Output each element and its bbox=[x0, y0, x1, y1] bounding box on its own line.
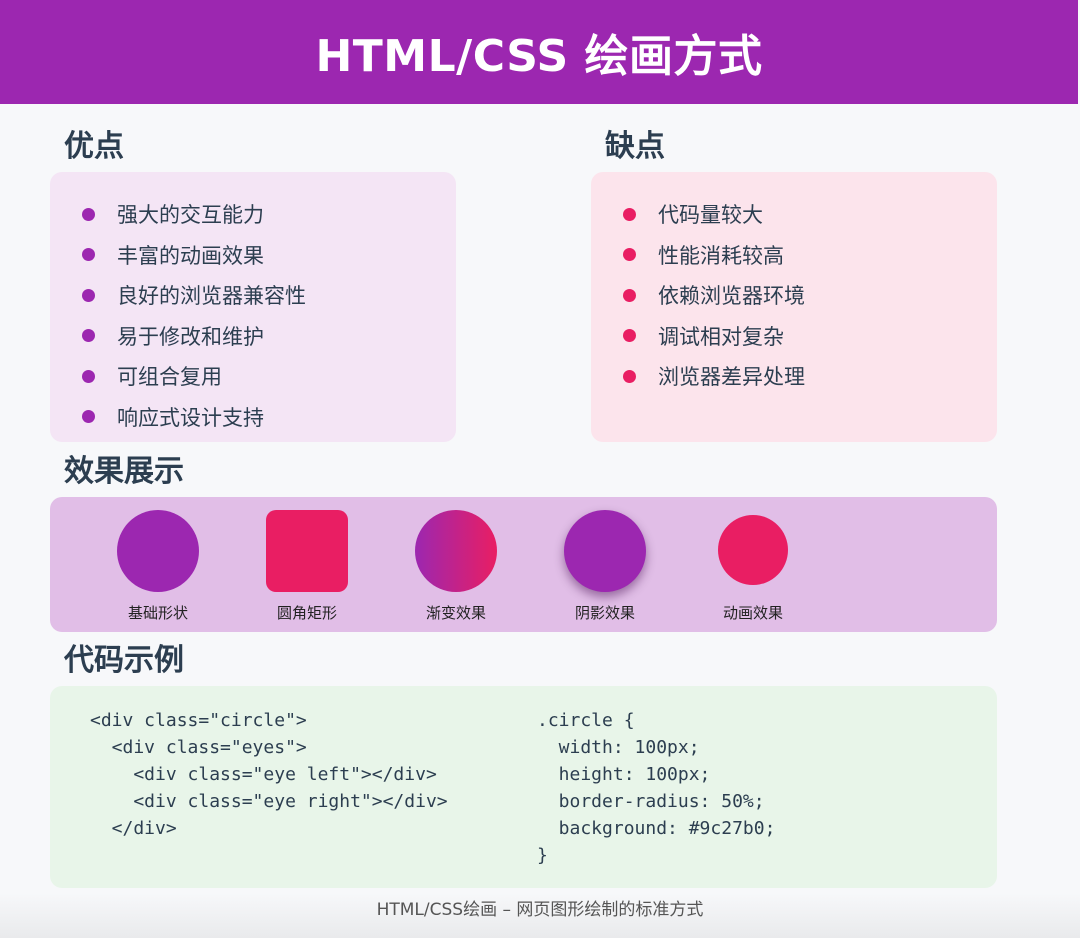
bullet-dot-icon bbox=[82, 248, 95, 262]
code-line: background: #9c27b0; bbox=[537, 818, 776, 839]
demo-label: 渐变效果 bbox=[425, 604, 486, 622]
demo-panel: 基础形状 圆角矩形 渐变效果 阴影效果 动画效果 bbox=[50, 497, 997, 632]
code-line: </div> bbox=[90, 818, 177, 839]
bullet-dot-icon bbox=[623, 248, 636, 262]
cons-item: 浏览器差异处理 bbox=[623, 356, 997, 397]
bullet-dot-icon bbox=[82, 329, 95, 343]
bullet-dot-icon bbox=[82, 369, 95, 383]
page-title: HTML/CSS 绘画方式 bbox=[315, 31, 763, 82]
demo-item-gradient: 渐变效果 bbox=[381, 497, 531, 632]
pros-item-label: 可组合复用 bbox=[117, 365, 222, 390]
cons-panel: 代码量较大 性能消耗较高 依赖浏览器环境 调试相对复杂 浏览器差异处理 bbox=[591, 172, 997, 442]
demo-title: 效果展示 bbox=[64, 454, 184, 489]
demo-item-basic-shape: 基础形状 bbox=[83, 497, 233, 632]
footer-text: HTML/CSS绘画 – 网页图形绘制的标准方式 bbox=[376, 900, 704, 920]
cons-item-label: 代码量较大 bbox=[658, 203, 763, 228]
bullet-dot-icon bbox=[82, 288, 95, 302]
pros-item-label: 良好的浏览器兼容性 bbox=[117, 284, 306, 309]
cons-item: 调试相对复杂 bbox=[623, 316, 997, 357]
pros-item: 可组合复用 bbox=[82, 356, 456, 397]
cons-title: 缺点 bbox=[605, 129, 665, 164]
bullet-dot-icon bbox=[82, 207, 95, 221]
bullet-dot-icon bbox=[82, 410, 95, 424]
bullet-dot-icon bbox=[623, 288, 636, 302]
demo-item-rounded-rect: 圆角矩形 bbox=[232, 497, 382, 632]
gradient-circle-shape bbox=[415, 510, 497, 592]
demo-item-shadow: 阴影效果 bbox=[530, 497, 680, 632]
pros-item-label: 响应式设计支持 bbox=[117, 405, 264, 430]
bullet-dot-icon bbox=[623, 207, 636, 221]
cons-item-label: 依赖浏览器环境 bbox=[658, 284, 805, 309]
css-code-block: .circle { width: 100px; height: 100px; b… bbox=[537, 707, 775, 869]
cons-item: 性能消耗较高 bbox=[623, 235, 997, 276]
pros-item: 响应式设计支持 bbox=[82, 397, 456, 438]
cons-item: 代码量较大 bbox=[623, 194, 997, 235]
code-line: <div class="eye right"></div> bbox=[90, 791, 448, 812]
pros-title: 优点 bbox=[64, 129, 124, 164]
demo-label: 动画效果 bbox=[722, 604, 783, 622]
pros-panel: 强大的交互能力 丰富的动画效果 良好的浏览器兼容性 易于修改和维护 可组合复用 … bbox=[50, 172, 456, 442]
bullet-dot-icon bbox=[623, 329, 636, 343]
page-header: HTML/CSS 绘画方式 bbox=[0, 0, 1078, 104]
shadow-circle-shape bbox=[564, 510, 646, 592]
cons-item: 依赖浏览器环境 bbox=[623, 275, 997, 316]
code-line: <div class="eyes"> bbox=[90, 737, 307, 758]
cons-item-label: 调试相对复杂 bbox=[658, 324, 784, 349]
pros-list: 强大的交互能力 丰富的动画效果 良好的浏览器兼容性 易于修改和维护 可组合复用 … bbox=[50, 172, 456, 437]
pros-item-label: 强大的交互能力 bbox=[117, 203, 264, 228]
pros-item: 良好的浏览器兼容性 bbox=[82, 275, 456, 316]
demo-item-animation: 动画效果 bbox=[678, 497, 828, 632]
pros-item: 强大的交互能力 bbox=[82, 194, 456, 235]
code-line: width: 100px; bbox=[537, 737, 700, 758]
cons-item-label: 浏览器差异处理 bbox=[658, 365, 805, 390]
code-line: <div class="circle"> bbox=[90, 710, 307, 731]
pros-item-label: 丰富的动画效果 bbox=[117, 243, 264, 268]
code-line: border-radius: 50%; bbox=[537, 791, 765, 812]
pros-item: 丰富的动画效果 bbox=[82, 235, 456, 276]
pros-item-label: 易于修改和维护 bbox=[117, 324, 264, 349]
code-line: height: 100px; bbox=[537, 764, 711, 785]
code-line: .circle { bbox=[537, 710, 635, 731]
code-panel: <div class="circle"> <div class="eyes"> … bbox=[50, 686, 997, 888]
demo-label: 基础形状 bbox=[127, 604, 188, 622]
animated-circle-shape bbox=[718, 515, 788, 585]
code-line: } bbox=[537, 845, 548, 866]
code-line: <div class="eye left"></div> bbox=[90, 764, 437, 785]
circle-shape bbox=[117, 510, 199, 592]
rounded-rect-shape bbox=[266, 510, 348, 592]
demo-label: 阴影效果 bbox=[574, 604, 635, 622]
html-code-block: <div class="circle"> <div class="eyes"> … bbox=[90, 707, 448, 842]
demo-label: 圆角矩形 bbox=[276, 604, 337, 622]
cons-item-label: 性能消耗较高 bbox=[658, 243, 784, 268]
pros-item: 易于修改和维护 bbox=[82, 316, 456, 357]
cons-list: 代码量较大 性能消耗较高 依赖浏览器环境 调试相对复杂 浏览器差异处理 bbox=[591, 172, 997, 397]
bullet-dot-icon bbox=[623, 369, 636, 383]
page-footer: HTML/CSS绘画 – 网页图形绘制的标准方式 bbox=[0, 893, 1080, 938]
code-title: 代码示例 bbox=[64, 643, 184, 678]
